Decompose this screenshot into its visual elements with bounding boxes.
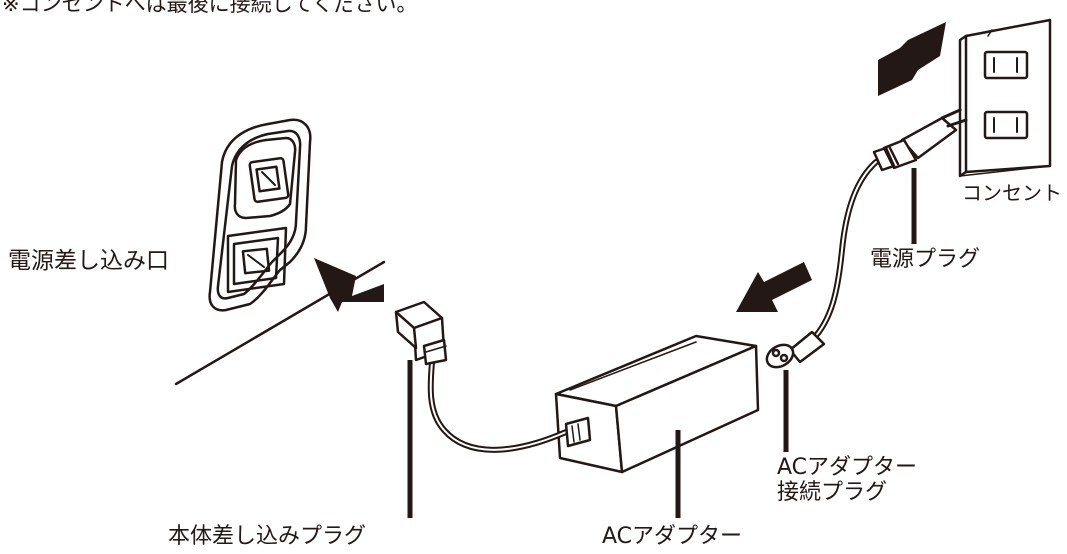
label-ac-adapter-plug-line2: 接続プラグ <box>777 480 888 506</box>
label-power-socket: 電源差し込み口 <box>8 248 169 274</box>
label-power-plug: 電源プラグ <box>870 247 981 272</box>
label-ac-adapter: ACアダプター <box>602 524 743 549</box>
label-ac-adapter-plug-line1: ACアダプター <box>777 455 918 480</box>
ac-adapter-illustration <box>554 334 760 474</box>
arrow-to-socket <box>314 258 384 312</box>
body-plug-illustration <box>394 300 448 366</box>
power-socket-illustration <box>208 118 312 312</box>
label-ac-adapter-plug: ACアダプター 接続プラグ <box>777 455 917 506</box>
power-plug-illustration <box>872 108 968 172</box>
power-cord <box>809 159 879 343</box>
wall-outlet-illustration <box>958 18 1052 178</box>
ac-connector-illustration <box>765 330 826 369</box>
connection-note: ※コンセントへは最後に接続してください。 <box>2 0 418 16</box>
arrow-to-outlet <box>878 22 946 96</box>
label-body-plug: 本体差し込みプラグ <box>168 524 367 549</box>
arrow-to-adapter-plug <box>736 262 812 312</box>
label-outlet: コンセント <box>962 181 1062 205</box>
